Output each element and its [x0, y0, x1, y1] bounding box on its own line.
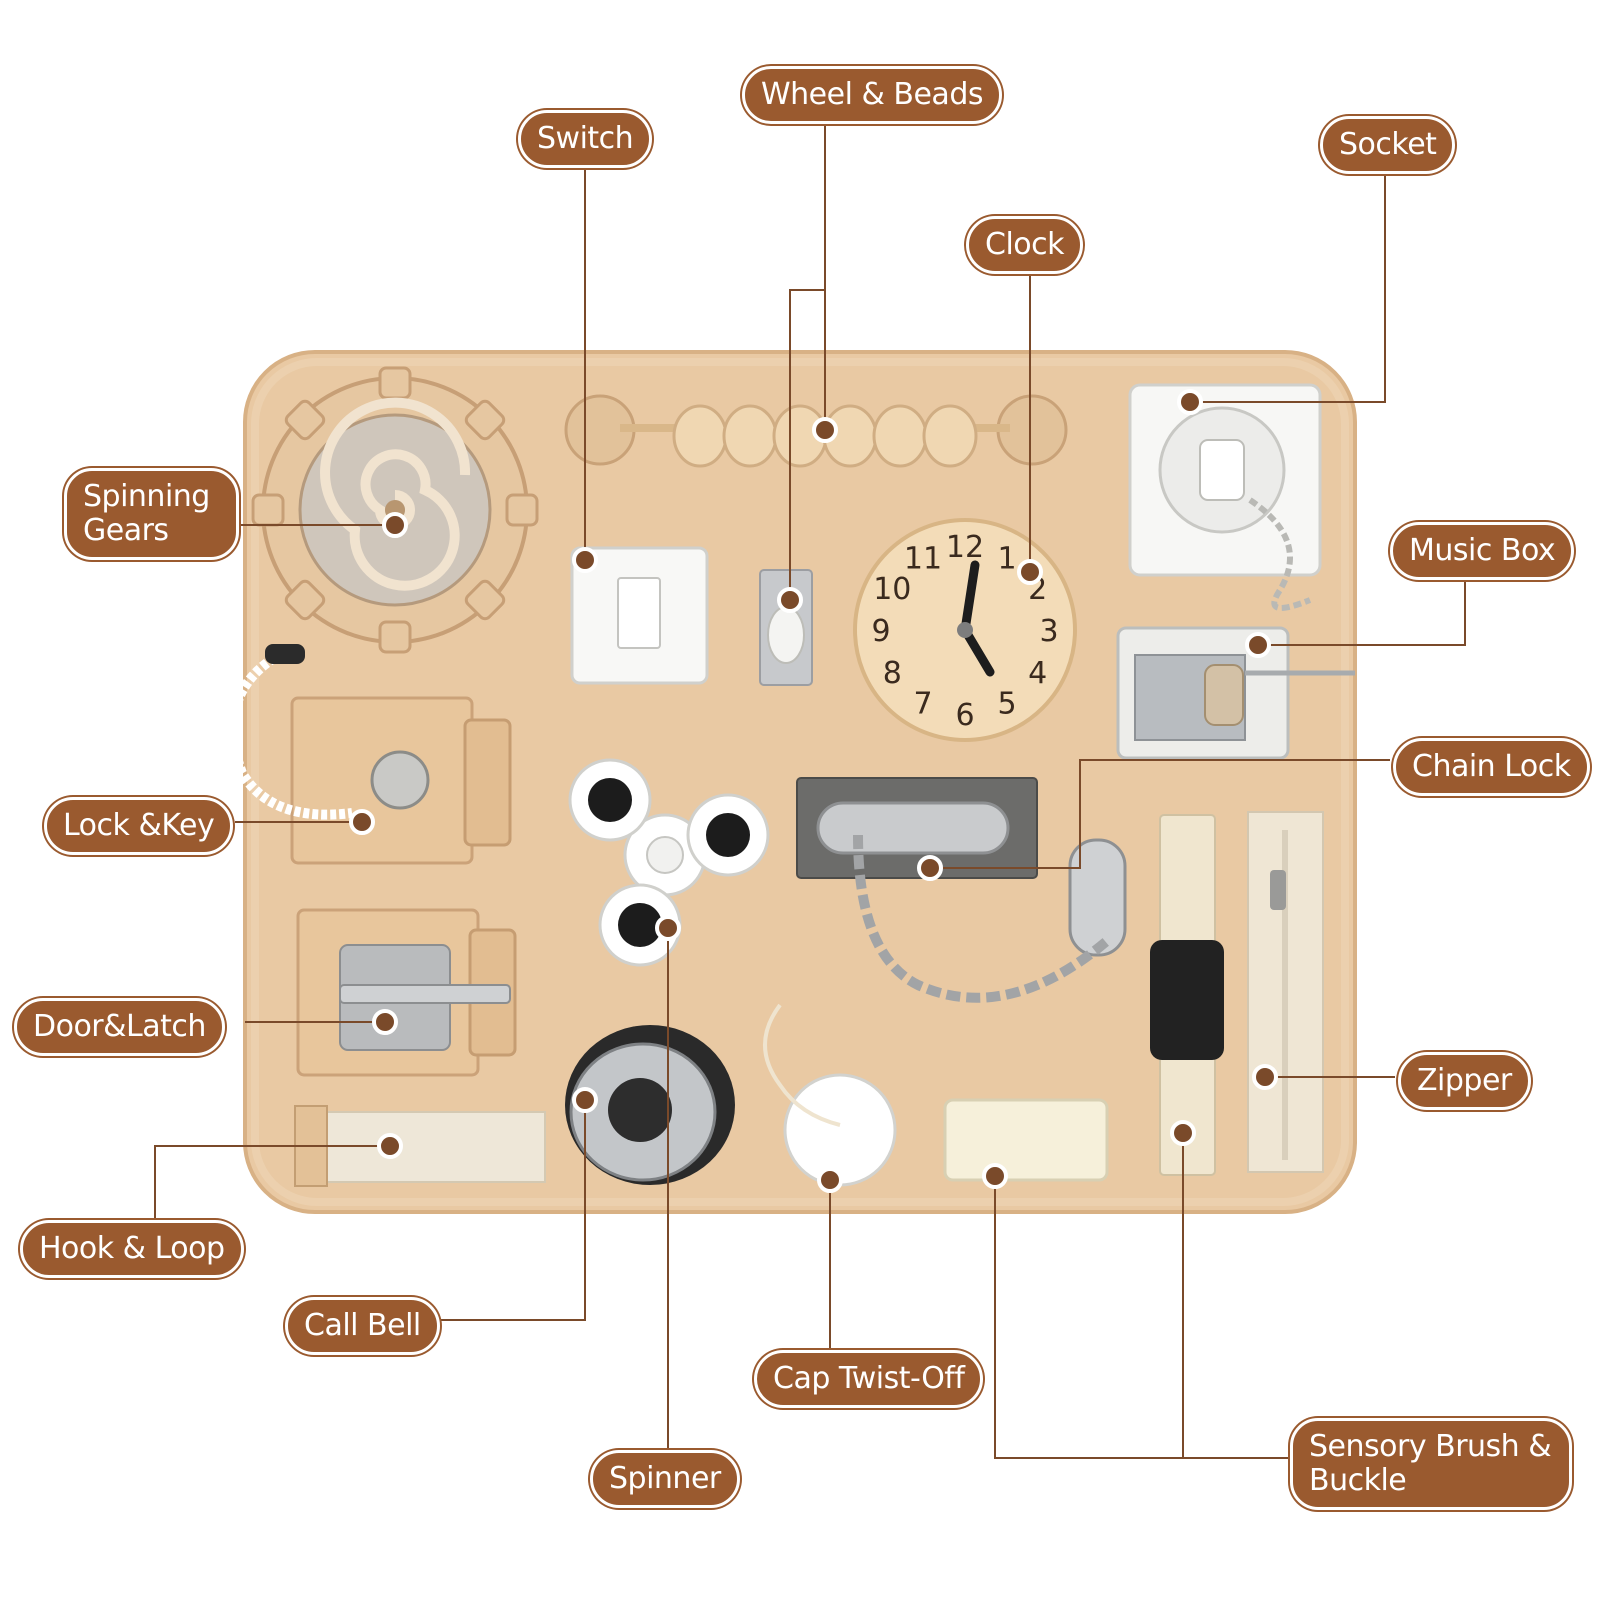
sensory-brush-toy — [943, 1098, 1109, 1182]
fidget-spinner-toy — [568, 758, 770, 967]
label-chain-lock: Chain Lock — [1393, 738, 1590, 796]
label-cap-twist-off: Cap Twist-Off — [754, 1350, 984, 1408]
clock-numeral: 4 — [1028, 656, 1047, 691]
clock-numeral: 8 — [883, 656, 902, 691]
clock-numeral: 9 — [871, 614, 890, 649]
label-wheel-beads: Wheel & Beads — [742, 66, 1002, 124]
zipper-toy — [1247, 811, 1324, 1173]
label-clock: Clock — [966, 216, 1084, 274]
music-box-toy — [1116, 626, 1355, 760]
marker-dots — [349, 389, 1278, 1193]
label-call-bell: Call Bell — [285, 1297, 440, 1355]
label-sensory-brush-buckle: Sensory Brush & Buckle — [1290, 1418, 1572, 1510]
clock-numeral: 11 — [904, 541, 942, 576]
switch-toy — [570, 546, 709, 685]
call-bell-toy — [565, 1025, 735, 1185]
clock-numeral: 5 — [997, 687, 1016, 722]
label-music-box: Music Box — [1390, 522, 1575, 580]
label-door-latch: Door&Latch — [14, 998, 225, 1056]
label-spinner: Spinner — [590, 1450, 740, 1508]
spinning-gears-toy — [251, 366, 539, 654]
caster-wheel — [759, 569, 813, 686]
leader-lines — [154, 118, 1466, 1459]
label-switch: Switch — [518, 110, 653, 168]
clock-numeral: 6 — [955, 698, 974, 733]
chain-lock-toy — [796, 777, 1127, 1003]
clock-numeral: 12 — [946, 530, 984, 565]
buckle-strap-toy — [1150, 814, 1224, 1176]
clock-numeral: 10 — [873, 572, 911, 607]
clock-numeral: 3 — [1039, 614, 1058, 649]
label-socket: Socket — [1320, 116, 1456, 174]
label-lock-key: Lock &Key — [44, 797, 234, 855]
label-zipper: Zipper — [1398, 1052, 1531, 1110]
socket-toy — [1128, 383, 1322, 611]
wheel-and-beads-toy — [564, 394, 1068, 468]
clock-numeral: 7 — [913, 687, 932, 722]
door-and-latch-toy — [296, 908, 517, 1077]
label-spinning-gears: Spinning Gears — [64, 468, 239, 560]
clock-numeral: 1 — [997, 541, 1016, 576]
board-grain — [251, 358, 1349, 1206]
label-hook-loop: Hook & Loop — [20, 1220, 244, 1278]
